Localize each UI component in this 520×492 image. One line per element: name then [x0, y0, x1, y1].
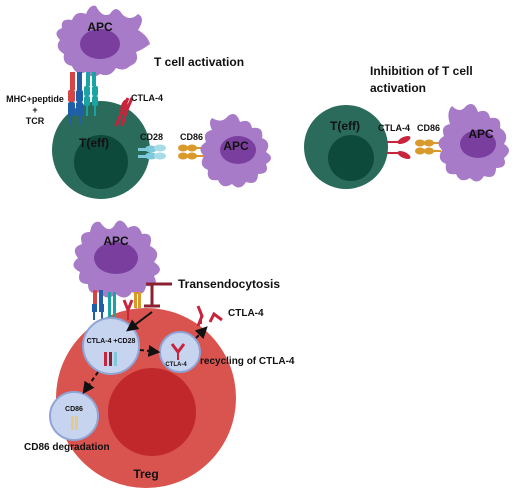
recycling-label: recycling of CTLA-4 — [200, 356, 295, 367]
cd86-label-2: CD86 — [417, 123, 440, 133]
ctla4-receptor-2 — [387, 135, 411, 160]
apc-cell-inhibition: APC — [438, 104, 509, 182]
ctla4-receptor-1 — [114, 97, 134, 127]
ctla4-label-2: CTLA-4 — [378, 123, 410, 133]
inhibition-title-line1: Inhibition of T cell — [370, 64, 473, 78]
cd28-receptor — [138, 144, 166, 160]
cd86-ligand-1 — [178, 144, 204, 160]
mhc-label-line3: TCR — [26, 116, 45, 126]
vesicle-ctla4: CTLA-4 — [159, 331, 201, 373]
apc-cell-right: APC — [200, 114, 271, 188]
teff-cell-2: T(eff) — [304, 105, 388, 189]
apc-label-inhibition: APC — [468, 127, 494, 141]
cd86-ligand-2 — [415, 139, 441, 155]
mhc-label-line1: MHC+peptide — [6, 94, 64, 104]
vesicle-ctla4-cd28: CTLA-4 +CD28 — [82, 317, 140, 375]
transendocytosis-title: Transendocytosis — [178, 277, 280, 291]
cd28-label: CD28 — [140, 132, 163, 142]
apc-top-label: APC — [87, 20, 113, 34]
panel-inhibition: T(eff) APC Inhibition of T cell activati… — [304, 64, 509, 189]
teff-label-2: T(eff) — [330, 119, 360, 133]
vesicle2-label: CTLA-4 — [165, 362, 187, 368]
apc-cell-bottom: APC — [73, 220, 160, 298]
teff-cell-1 — [52, 101, 150, 199]
panel-transendocytosis: Treg APC Transendo — [24, 220, 295, 488]
mhc-label-line2: + — [32, 105, 37, 115]
cd86-degradation-label: CD86 degradation — [24, 442, 110, 453]
treg-label: Treg — [133, 467, 158, 481]
ctla4-label-3: CTLA-4 — [228, 308, 264, 319]
vesicle-cd86: CD86 — [49, 391, 99, 441]
mhc-tcr-complex — [68, 72, 83, 124]
panel-activation: APC — [6, 5, 271, 199]
apc-right-label: APC — [223, 139, 249, 153]
ctla4-surface-recycled — [196, 305, 223, 327]
ctla4-label-1: CTLA-4 — [131, 93, 163, 103]
surface-receptors-bottom — [92, 290, 141, 320]
apc-cell-top: APC — [56, 5, 150, 77]
cd86-label-1: CD86 — [180, 132, 203, 142]
teff-label-1: T(eff) — [79, 136, 109, 150]
process-arrows — [82, 311, 208, 394]
teal-receptor — [84, 72, 98, 116]
vesicle3-label: CD86 — [65, 406, 83, 413]
activation-title: T cell activation — [154, 55, 244, 69]
transendocytosis-marker — [144, 282, 172, 308]
apc-bottom-label: APC — [103, 234, 129, 248]
vesicle1-label: CTLA-4 +CD28 — [87, 338, 136, 345]
inhibition-title-line2: activation — [370, 81, 426, 95]
